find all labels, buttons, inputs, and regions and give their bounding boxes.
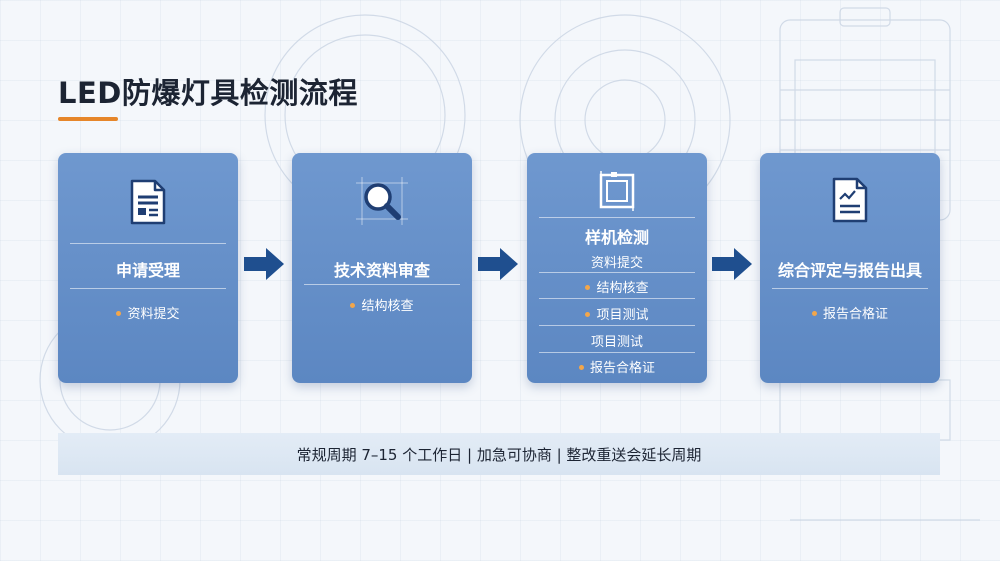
card-divider <box>539 325 695 326</box>
card-divider <box>539 298 695 299</box>
bullet-icon <box>811 311 817 316</box>
cycle-info-text: 常规周期 7–15 个工作日 | 加急可协商 | 整改重送会延长周期 <box>296 445 702 464</box>
bullet-icon <box>350 303 356 308</box>
step-item: 资料提交 <box>590 256 643 271</box>
document-icon <box>130 179 166 225</box>
page-title: LED防爆灯具检测流程 <box>58 76 358 110</box>
step-item: 结构核查 <box>527 277 707 296</box>
step-item: 项目测试 <box>527 304 707 323</box>
blueprint-icon <box>599 171 635 211</box>
bullet-icon <box>116 311 122 316</box>
title-underline <box>58 117 118 121</box>
card-divider <box>539 217 695 218</box>
step-title: 技术资料审查 <box>333 261 430 280</box>
step-item: 报告合格证 <box>527 357 707 376</box>
step-title: 综合评定与报告出具 <box>777 261 922 280</box>
step-item: 项目测试 <box>590 335 643 350</box>
step-title: 申请受理 <box>115 261 180 280</box>
bullet-icon <box>578 365 584 370</box>
card-divider <box>70 288 226 289</box>
arrow-right-icon <box>478 248 518 280</box>
card-divider <box>304 284 460 285</box>
step-item: 报告合格证 <box>760 303 940 322</box>
step-title: 样机检测 <box>584 228 649 247</box>
step-card-sample-testing: 样机检测 资料提交 结构核查 项目测试 项目测试 报告合格证 <box>527 153 707 383</box>
card-divider <box>539 352 695 353</box>
bullet-icon <box>585 312 591 317</box>
card-divider <box>772 288 928 289</box>
card-divider <box>539 272 695 273</box>
bullet-icon <box>585 285 591 290</box>
cycle-info-bar: 常规周期 7–15 个工作日 | 加急可协商 | 整改重送会延长周期 <box>58 433 940 475</box>
magnifier-icon <box>356 177 408 225</box>
step-item: 资料提交 <box>58 303 238 322</box>
step-card-application: 申请受理 资料提交 <box>58 153 238 383</box>
arrow-right-icon <box>244 248 284 280</box>
step-item: 结构核查 <box>292 295 472 314</box>
card-divider <box>70 243 226 244</box>
report-icon <box>832 177 868 223</box>
step-card-document-review: 技术资料审查 结构核查 <box>292 153 472 383</box>
step-card-evaluation-report: 综合评定与报告出具 报告合格证 <box>760 153 940 383</box>
arrow-right-icon <box>712 248 752 280</box>
